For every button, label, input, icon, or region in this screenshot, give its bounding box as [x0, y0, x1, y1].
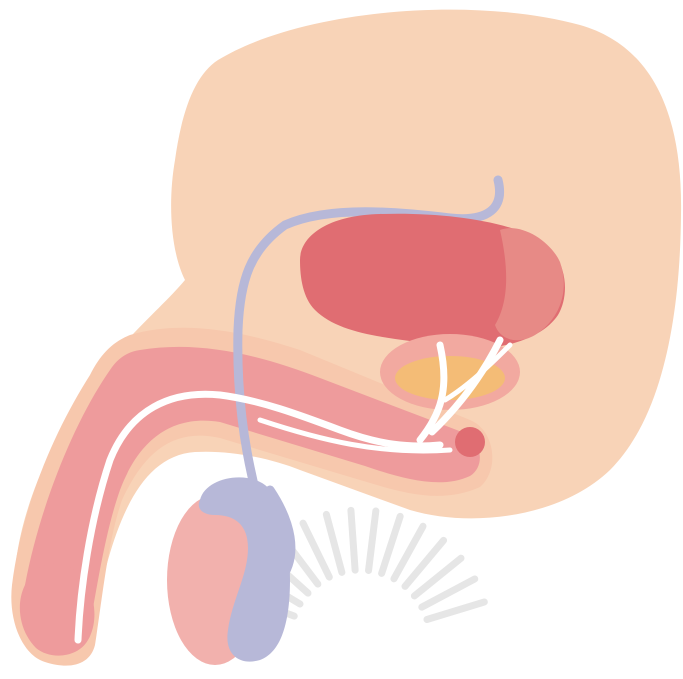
watermark-ray — [382, 516, 401, 573]
watermark-ray — [326, 514, 342, 572]
watermark-ray — [351, 510, 355, 570]
body-silhouette — [14, 10, 681, 662]
bulbourethral-gland — [455, 427, 485, 457]
watermark-ray — [369, 511, 376, 571]
watermark-ray — [427, 602, 484, 620]
